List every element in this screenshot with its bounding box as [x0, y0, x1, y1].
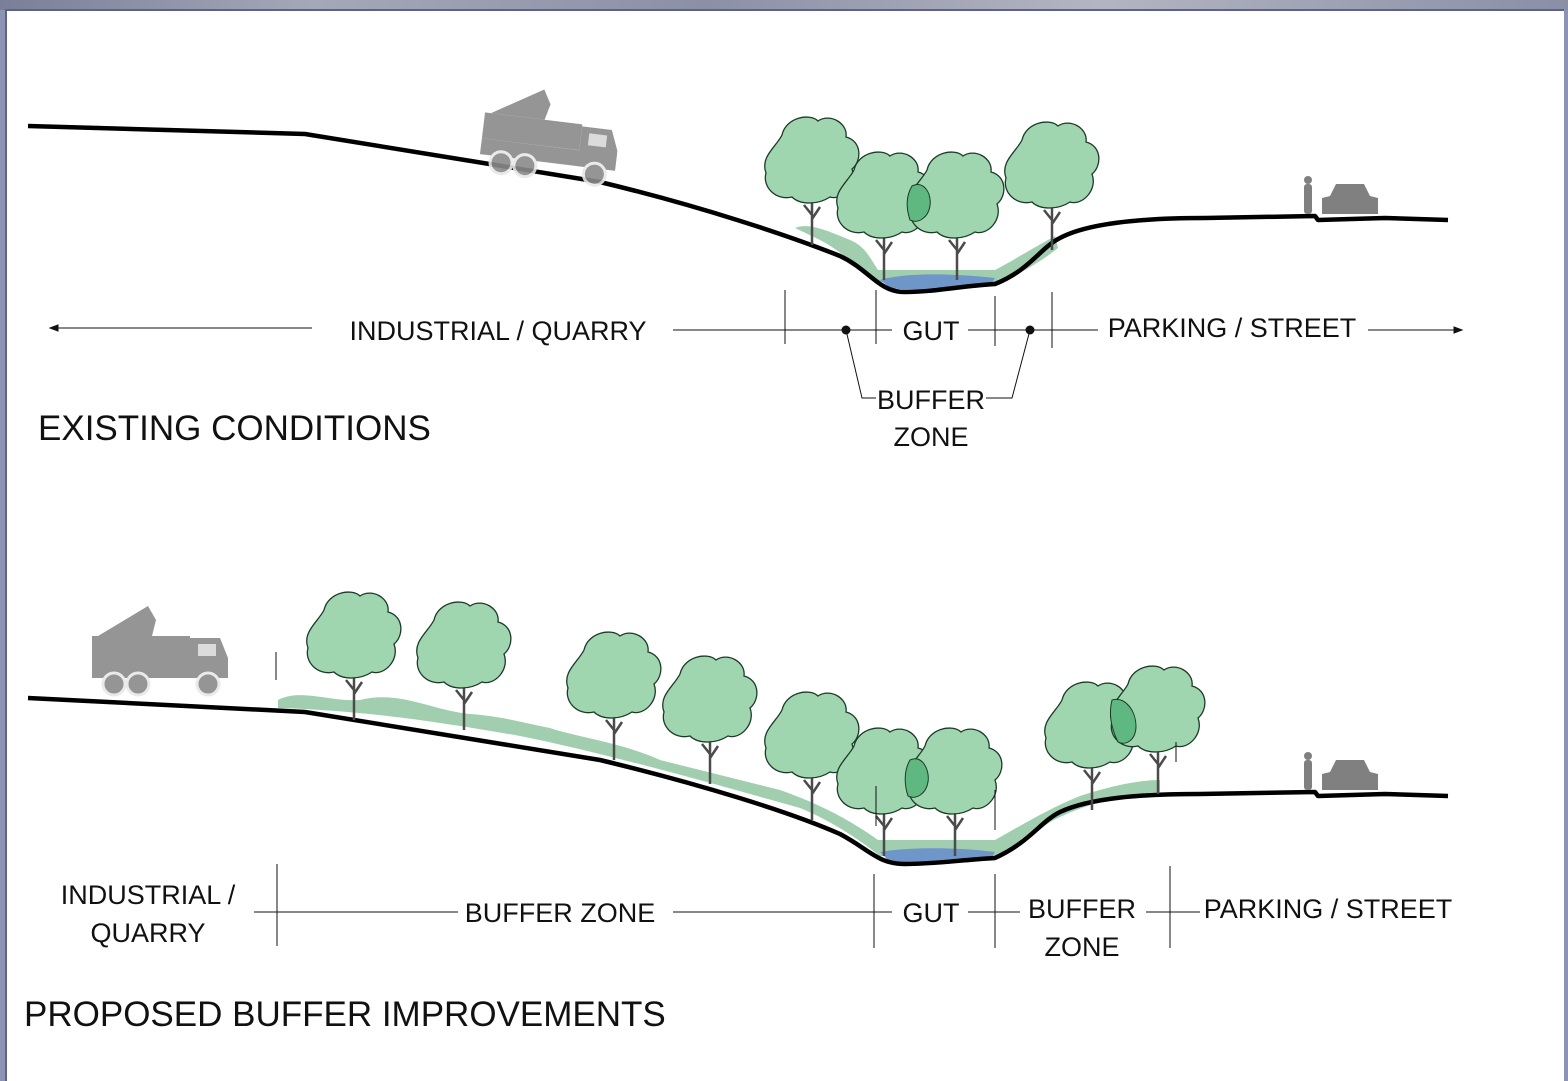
existing-ground-line [27, 123, 1449, 295]
proposed-section: INDUSTRIAL / QUARRY BUFFER ZONE GUT BUFF… [24, 590, 1453, 1034]
label-gut: GUT [903, 316, 960, 346]
person-icon [1304, 752, 1312, 790]
tree-overlap [906, 184, 931, 222]
tree-overlap [1109, 698, 1137, 744]
label-buffer-zone-line2: ZONE [893, 422, 968, 452]
label-gut: GUT [903, 898, 960, 928]
label-buffer-zone: BUFFER ZONE [465, 898, 656, 928]
label-industrial-quarry-line1: INDUSTRIAL / [61, 880, 236, 910]
car-icon [1322, 184, 1378, 214]
tree-markers [875, 742, 1177, 830]
proposed-dimension-lines [254, 864, 1200, 948]
section-title-proposed: PROPOSED BUFFER IMPROVEMENTS [24, 995, 666, 1034]
car-icon [1322, 760, 1378, 790]
label-industrial-quarry: INDUSTRIAL / QUARRY [349, 316, 646, 346]
label-parking-street: PARKING / STREET [1204, 894, 1453, 924]
dump-truck-icon [90, 604, 230, 697]
top-background-strip [0, 0, 1568, 10]
label-buffer-zone-line1: BUFFER [1028, 894, 1136, 924]
existing-section: INDUSTRIAL / QUARRY GUT PARKING / STREET… [27, 81, 1464, 452]
label-parking-street: PARKING / STREET [1108, 313, 1357, 343]
existing-dimension-lines [48, 290, 1464, 399]
label-buffer-zone-line2: ZONE [1044, 932, 1119, 962]
person-icon [1304, 176, 1312, 214]
label-industrial-quarry-line2: QUARRY [90, 918, 205, 948]
proposed-vegetation [278, 695, 1160, 856]
tree-overlap [904, 758, 929, 798]
proposed-ground-line [27, 695, 1449, 867]
label-buffer-zone-line1: BUFFER [877, 385, 985, 415]
section-title-existing: EXISTING CONDITIONS [38, 409, 431, 448]
